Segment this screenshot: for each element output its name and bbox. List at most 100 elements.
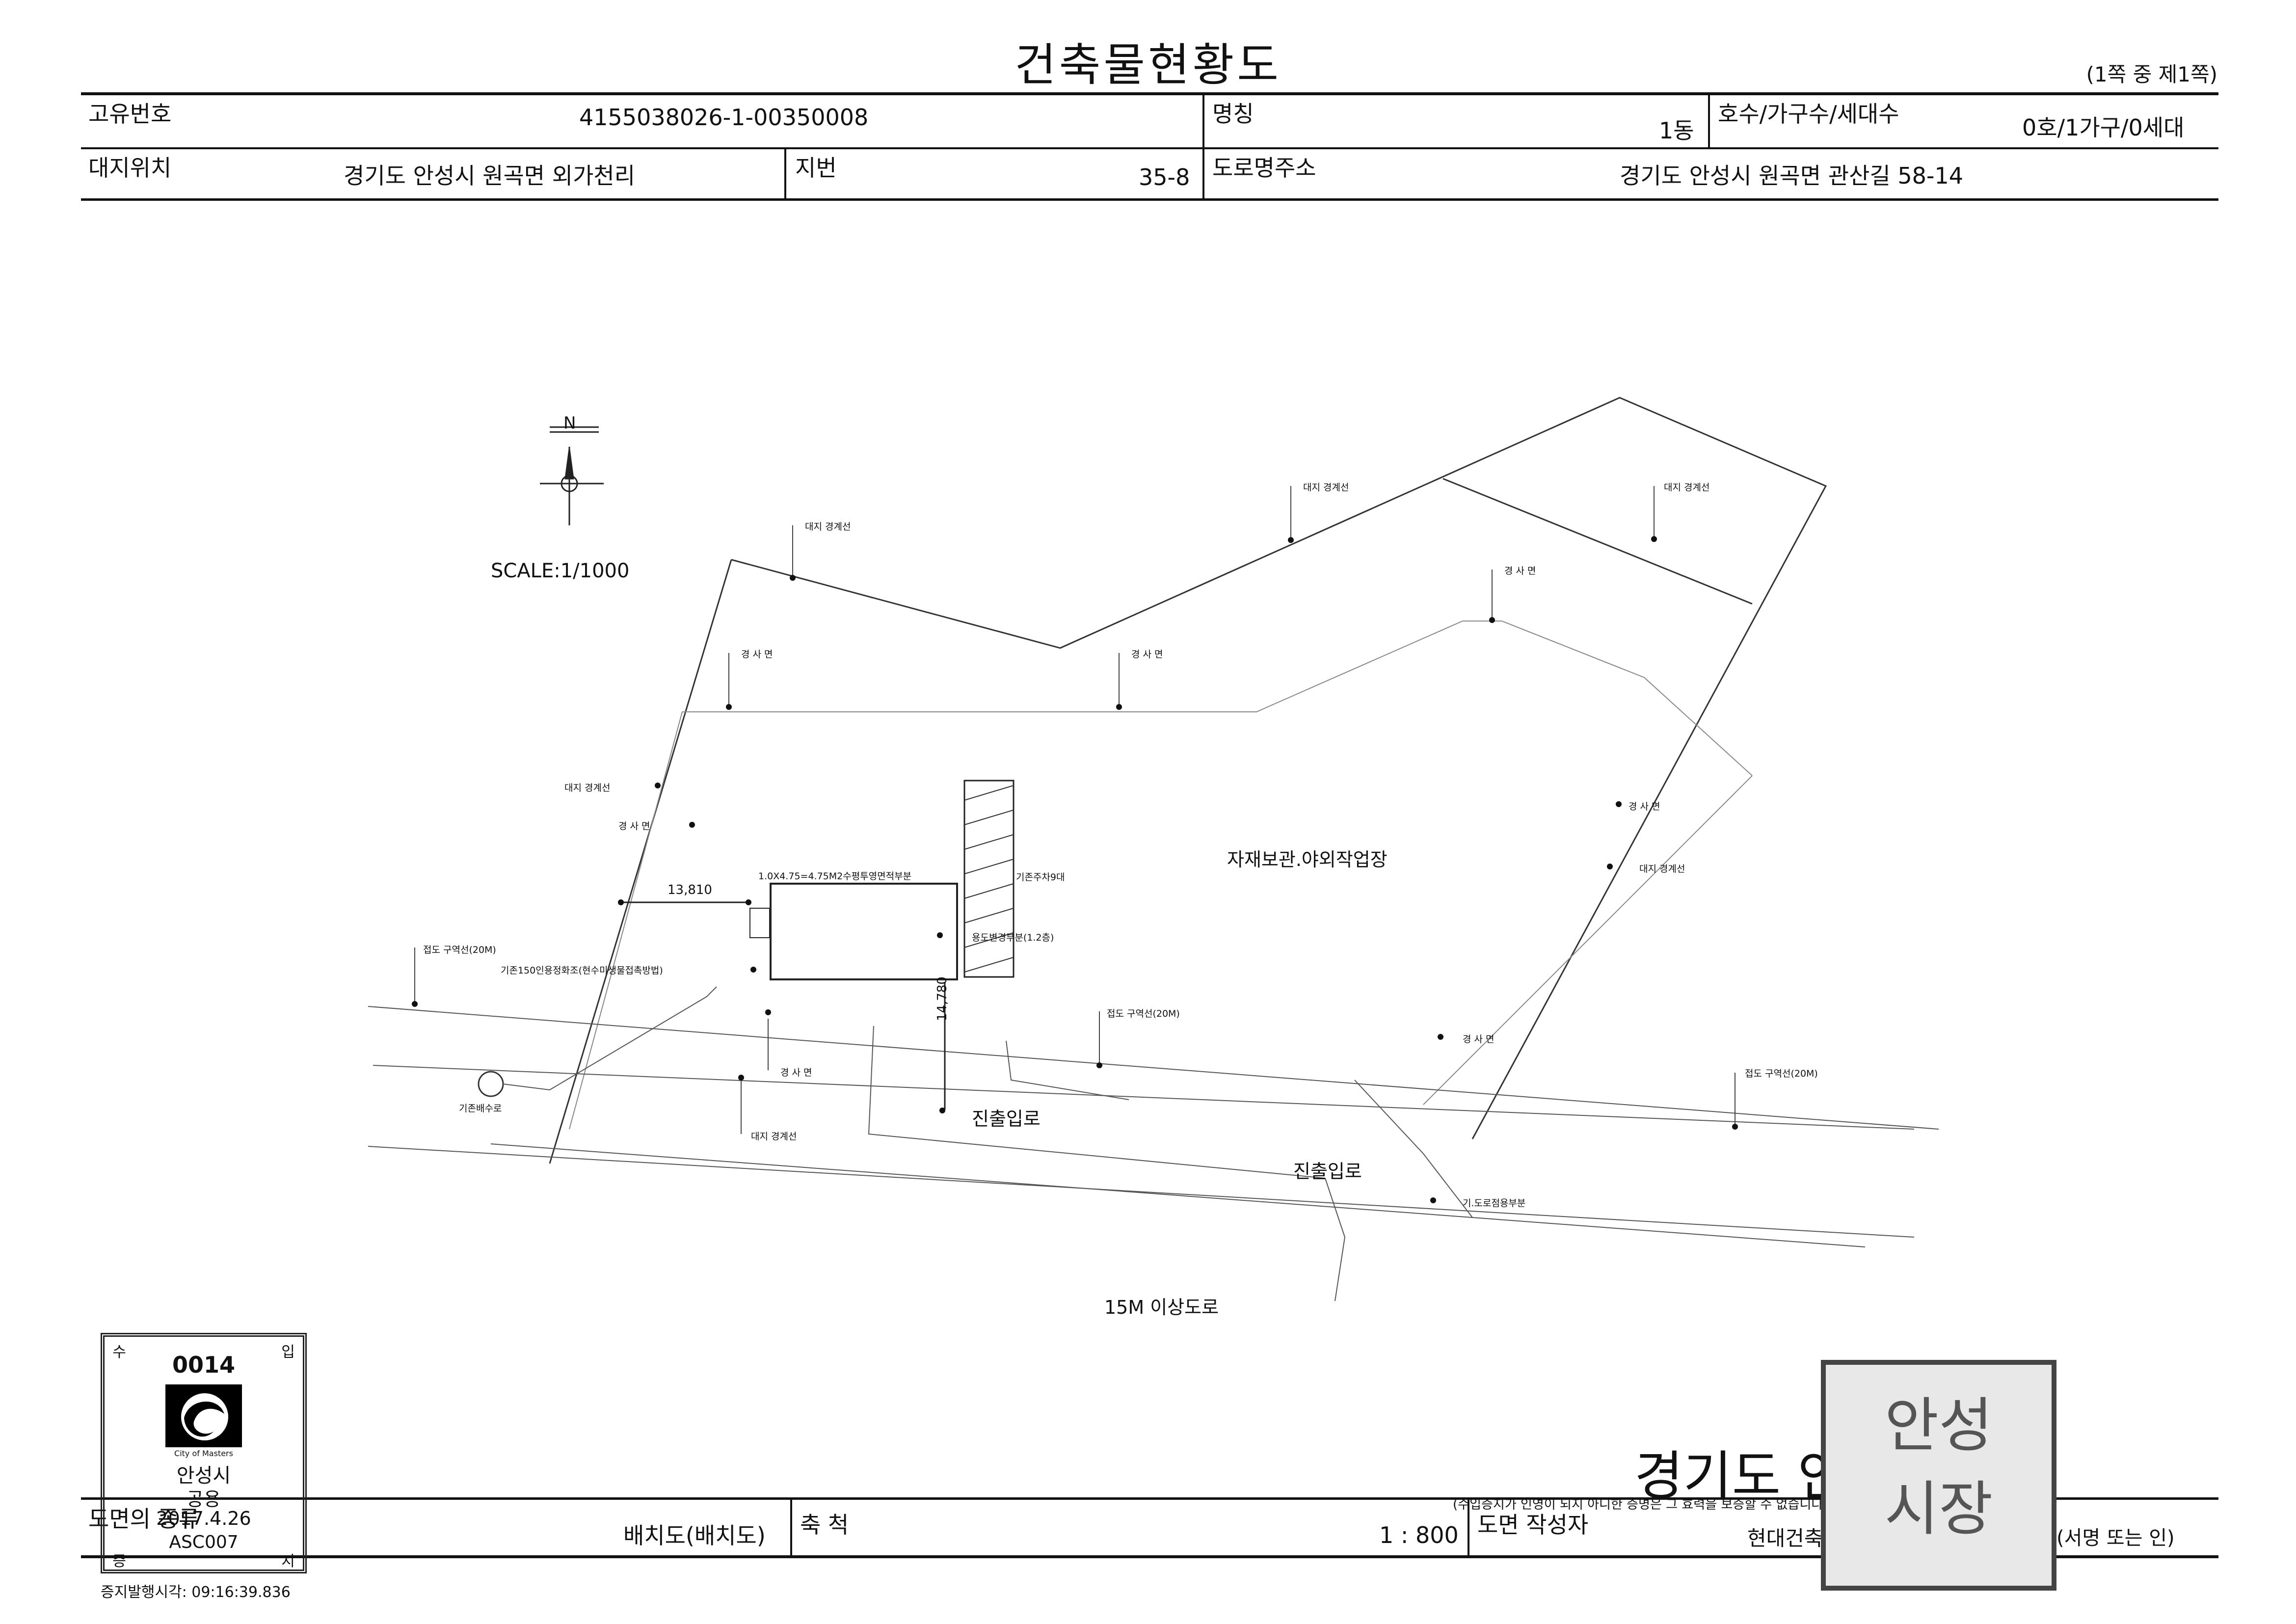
entrance-path-2 bbox=[1006, 1040, 1129, 1100]
revenue-stamp: 수 입 0014 City of Masters 안성시 공용 2017.4.2… bbox=[101, 1333, 307, 1573]
survey-dot bbox=[738, 1075, 744, 1081]
parking-hatch bbox=[964, 883, 1014, 899]
site-label: 대지위치 bbox=[88, 155, 172, 181]
survey-dot bbox=[618, 899, 624, 905]
header-divider-2 bbox=[1708, 93, 1710, 148]
survey-dot bbox=[1116, 704, 1122, 710]
city-logo-icon bbox=[165, 1384, 242, 1447]
footer-divider-2 bbox=[1468, 1498, 1469, 1556]
header-divider-3 bbox=[784, 148, 786, 199]
unique-no-value: 4155038026-1-00350008 bbox=[579, 104, 869, 131]
road-addr-value: 경기도 안성시 원곡면 관산길 58-14 bbox=[1620, 162, 1963, 189]
scale-value: 1 : 800 bbox=[1379, 1522, 1459, 1548]
compass-rose bbox=[540, 426, 604, 525]
name-label: 명칭 bbox=[1212, 101, 1254, 127]
name-value: 1동 bbox=[1659, 117, 1694, 144]
stamp-corner-bl: 증 bbox=[112, 1553, 126, 1570]
drawing-type-label: 도면의 종류 bbox=[88, 1506, 200, 1532]
label-road: 15M 이상도로 bbox=[1104, 1297, 1219, 1318]
parking-hatch bbox=[964, 932, 1014, 948]
survey-dot bbox=[937, 932, 943, 938]
page-number: (1쪽 중 제1쪽) bbox=[2086, 62, 2217, 86]
slope-line-upper bbox=[682, 621, 1753, 776]
drawing-type-value: 배치도(배치도) bbox=[623, 1522, 766, 1549]
survey-dot bbox=[655, 783, 661, 788]
entrance-path-3 bbox=[1325, 1178, 1346, 1301]
footer-divider-1 bbox=[790, 1498, 792, 1556]
label-access-limit: 접도 구역선(20M) bbox=[1745, 1068, 1818, 1079]
lot-label: 지번 bbox=[795, 155, 837, 181]
parking-hatch bbox=[964, 859, 1014, 874]
lot-value: 35-8 bbox=[1139, 164, 1190, 190]
parking-hatch bbox=[964, 834, 1014, 850]
survey-dot bbox=[726, 704, 732, 710]
survey-dot bbox=[790, 575, 796, 581]
footer-bottom-rule bbox=[81, 1555, 2218, 1558]
header-divider-1 bbox=[1202, 93, 1204, 199]
stamp-corner-br: 지 bbox=[281, 1553, 295, 1570]
header-bottom-rule bbox=[81, 198, 2218, 201]
slope-line-left bbox=[569, 711, 683, 1130]
label-road-part: 기.도로점용부분 bbox=[1463, 1198, 1526, 1209]
drain-circle bbox=[478, 1071, 504, 1097]
issue-time: 증지발행시각: 09:16:39.836 bbox=[101, 1584, 291, 1601]
label-existing-parking: 기존주차9대 bbox=[1016, 872, 1065, 883]
parking-strip bbox=[963, 780, 1015, 978]
label-slope: 경 사 면 bbox=[741, 649, 773, 660]
survey-dot bbox=[1430, 1197, 1436, 1203]
survey-dot bbox=[689, 822, 695, 828]
footer-top-rule bbox=[81, 1497, 2218, 1500]
parking-hatch bbox=[964, 810, 1014, 825]
label-slope: 경 사 면 bbox=[1504, 566, 1536, 576]
label-permeable-area: 1.0X4.75=4.75M2수평투영면적부분 bbox=[758, 871, 912, 882]
dimension-vertical-label: 14,780 bbox=[935, 976, 950, 1021]
road-edge-1 bbox=[368, 1006, 1939, 1130]
drain-pipe bbox=[503, 986, 717, 1091]
stamp-code: ASC007 bbox=[169, 1532, 239, 1552]
label-boundary: 대지 경계선 bbox=[751, 1131, 797, 1142]
survey-dot bbox=[1732, 1124, 1738, 1130]
label-entrance: 진출입로 bbox=[972, 1108, 1041, 1130]
survey-dot bbox=[1438, 1034, 1443, 1040]
parking-hatch bbox=[964, 908, 1014, 923]
road-part-edge bbox=[1354, 1080, 1473, 1218]
stamp-corner-tr: 입 bbox=[281, 1344, 295, 1361]
survey-dot bbox=[1096, 1062, 1102, 1068]
road-edge-2 bbox=[373, 1065, 1915, 1130]
label-boundary: 대지 경계선 bbox=[805, 521, 851, 532]
road-addr-label: 도로명주소 bbox=[1212, 155, 1316, 181]
survey-dot bbox=[1288, 537, 1294, 543]
parking-hatch bbox=[964, 957, 1014, 973]
drawing-scale-text: SCALE:1/1000 bbox=[491, 560, 630, 582]
stamp-logo-text: City of Masters bbox=[174, 1449, 233, 1458]
label-boundary: 대지 경계선 bbox=[564, 783, 611, 793]
unique-no-label: 고유번호 bbox=[88, 101, 172, 127]
stamp-city: 안성시 bbox=[176, 1464, 231, 1487]
label-boundary: 대지 경계선 bbox=[1664, 482, 1710, 493]
survey-dot bbox=[750, 967, 756, 973]
north-mark: N bbox=[563, 413, 576, 433]
author-label: 도면 작성자 bbox=[1477, 1512, 1589, 1538]
seal-line-1: 안성 bbox=[1884, 1392, 1993, 1460]
label-drain: 기존배수로 bbox=[459, 1103, 502, 1114]
label-slope: 경 사 면 bbox=[1629, 801, 1660, 812]
signature-note: (서명 또는 인) bbox=[2056, 1527, 2175, 1549]
label-access-limit: 접도 구역선(20M) bbox=[423, 945, 496, 955]
label-slope: 경 사 면 bbox=[1131, 649, 1163, 660]
road-edge-4 bbox=[490, 1143, 1866, 1247]
survey-dot bbox=[746, 899, 751, 905]
site-value: 경기도 안성시 원곡면 외가천리 bbox=[344, 162, 636, 189]
slope-line-right bbox=[1423, 775, 1753, 1105]
dimension-horizontal-label: 13,810 bbox=[667, 883, 712, 897]
label-slope: 경 사 면 bbox=[1463, 1034, 1495, 1045]
label-slope: 경 사 면 bbox=[618, 821, 650, 832]
entrance-path-1 bbox=[868, 1026, 1326, 1179]
survey-dot bbox=[1616, 801, 1622, 807]
stamp-corner-tl: 수 bbox=[112, 1344, 126, 1361]
survey-dot bbox=[1651, 536, 1657, 542]
building-outline bbox=[770, 883, 958, 980]
label-boundary: 대지 경계선 bbox=[1639, 864, 1685, 874]
label-slope: 경 사 면 bbox=[780, 1067, 812, 1078]
label-entrance: 진출입로 bbox=[1293, 1161, 1362, 1182]
